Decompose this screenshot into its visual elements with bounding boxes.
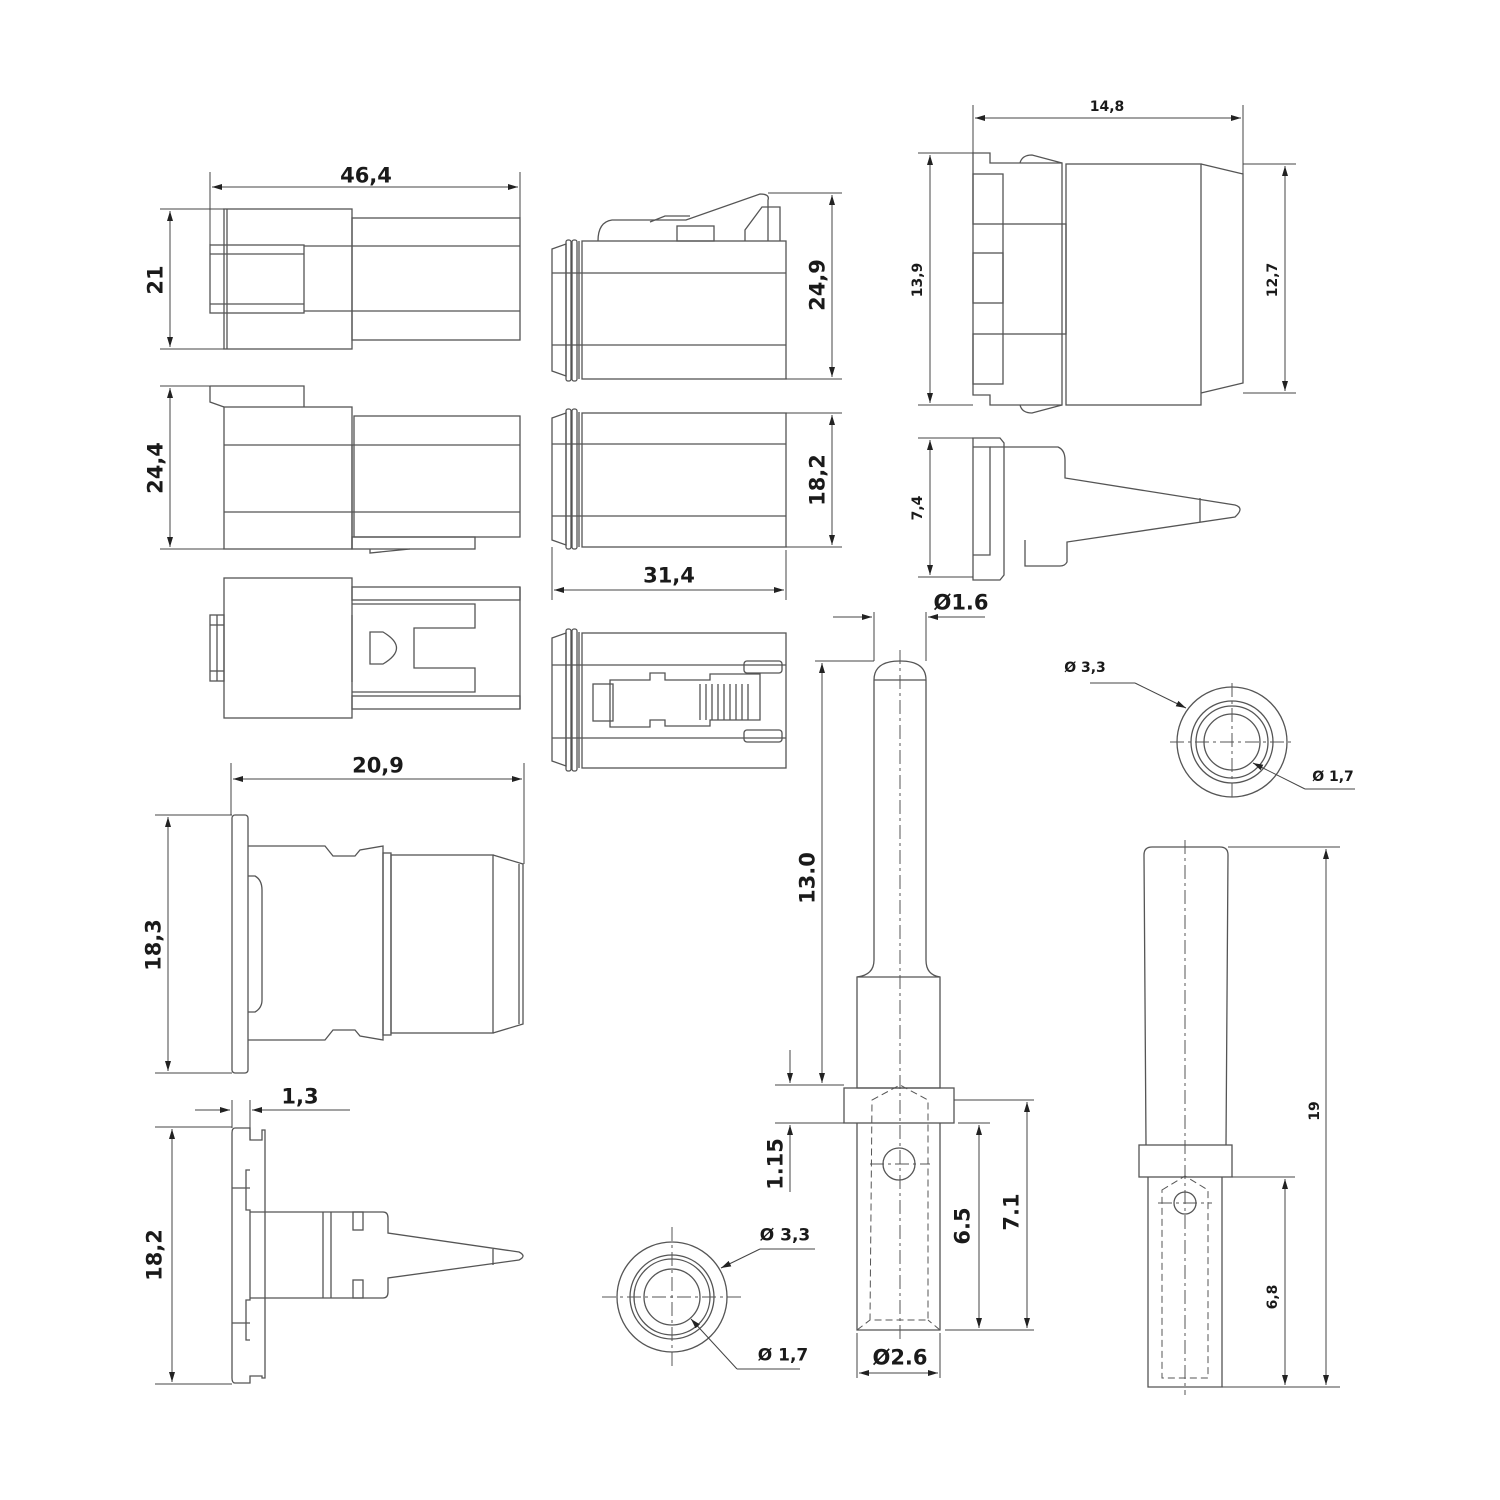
- receptacle-side-view: [551, 192, 842, 382]
- dim-plug-side-height: 24,4: [143, 442, 168, 494]
- dim-plug-height: 21: [143, 265, 168, 295]
- dim-lock-height: 18,2: [142, 1229, 167, 1281]
- dim-lock-flange: 1,3: [281, 1084, 319, 1109]
- plug-bottom-view: [209, 577, 521, 719]
- dim-socket-total-length: 19: [1307, 1101, 1323, 1121]
- dim-pin-length: 13.0: [795, 852, 820, 904]
- socket-end-view-small: [602, 1227, 815, 1370]
- dim-socket-large-inner: Ø 1,7: [1312, 769, 1354, 785]
- dim-socket-crimp-length: 6,8: [1265, 1284, 1281, 1310]
- dim-pin-crimp-length: 6.5: [950, 1207, 975, 1245]
- dim-receptacle-length: 31,4: [643, 563, 695, 588]
- receptacle-top-view: [551, 408, 842, 600]
- dim-receptacle-top-height: 18,2: [805, 454, 830, 506]
- dim-wedge-side-height: 7,4: [910, 495, 926, 521]
- dim-receptacle-height: 24,9: [805, 259, 830, 311]
- dim-wedge-height-left: 13,9: [910, 262, 926, 298]
- socket-contact-view: [1138, 840, 1340, 1395]
- lock-side-view: [155, 1100, 524, 1385]
- dim-pin-tip-dia: Ø1.6: [933, 590, 989, 615]
- plug-side-view: [160, 385, 521, 554]
- dim-seal-height: 18,3: [141, 919, 166, 971]
- dim-wedge-width: 14,8: [1089, 99, 1125, 115]
- dim-socket-small-inner: Ø 1,7: [757, 1345, 809, 1366]
- dim-seal-width: 20,9: [352, 753, 404, 778]
- dim-socket-large-outer: Ø 3,3: [1064, 660, 1106, 676]
- dim-pin-collar: 1.15: [763, 1138, 788, 1190]
- plug-top-view: [160, 172, 521, 350]
- wedge-side-view: [918, 437, 1241, 581]
- dim-socket-small-outer: Ø 3,3: [759, 1225, 811, 1246]
- pin-contact-view: [775, 612, 1034, 1378]
- dim-pin-barrel-length: 7.1: [999, 1193, 1024, 1231]
- seal-side-view: [155, 763, 525, 1074]
- receptacle-bottom-view: [551, 628, 787, 772]
- socket-end-view-large: [1090, 682, 1355, 800]
- dim-plug-width: 46,4: [340, 163, 392, 188]
- wedge-front-view: [918, 105, 1296, 414]
- grip-ridges: [699, 684, 749, 720]
- dim-wedge-height-right: 12,7: [1265, 262, 1281, 298]
- dim-pin-barrel-dia: Ø2.6: [872, 1345, 928, 1370]
